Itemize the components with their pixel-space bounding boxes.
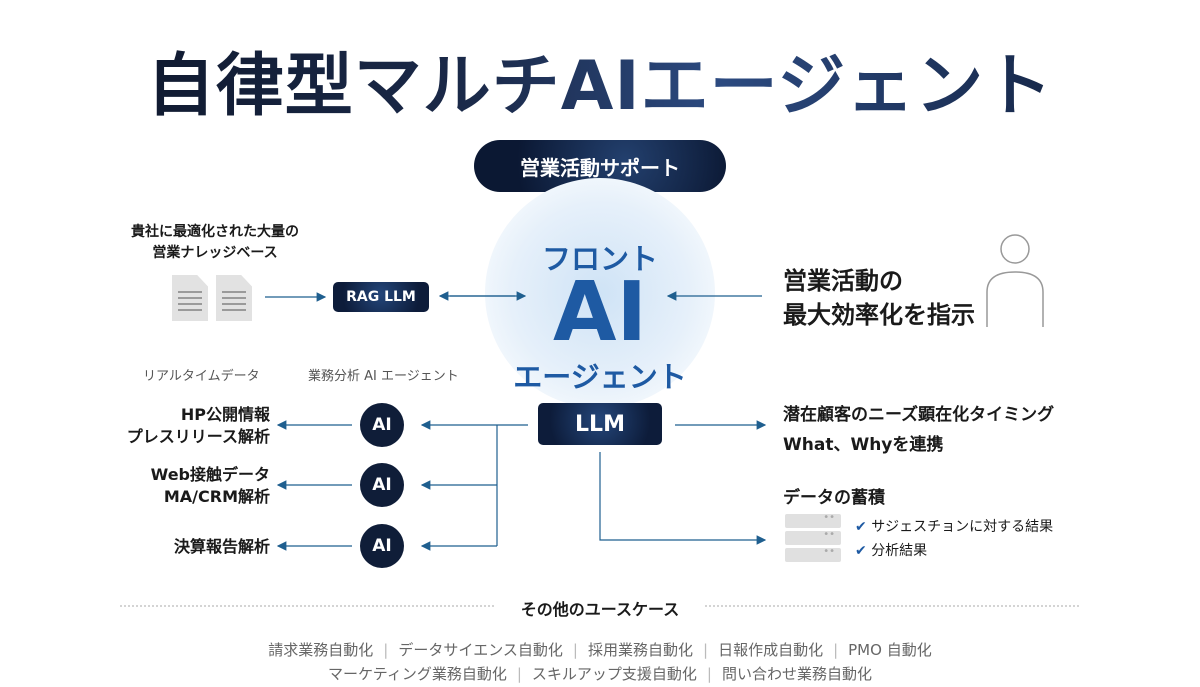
- knowledge-line2: 営業ナレッジベース: [152, 245, 278, 261]
- storage-item: ✔ サジェスチョンに対する結果: [855, 515, 1053, 539]
- analysis-agent-label: 業務分析 AI エージェント: [308, 369, 459, 384]
- server-icon: [785, 529, 841, 545]
- row-line: プレスリリース解析: [126, 427, 270, 446]
- row-hp-label: HP公開情報プレスリリース解析: [70, 404, 270, 448]
- row-line: HP公開情報: [180, 405, 270, 424]
- storage-item-text: サジェスチョンに対する結果: [871, 519, 1054, 535]
- row-line: 決算報告解析: [173, 537, 270, 556]
- usecase: 問い合わせ業務自動化: [721, 665, 872, 683]
- ai-agent-circle: AI: [360, 524, 404, 568]
- document-icon: [172, 275, 208, 321]
- sales-support-pill: 営業活動サポート: [474, 140, 726, 192]
- ai-agent-circle: AI: [360, 463, 404, 507]
- front-label: フロント: [541, 242, 658, 276]
- main-title: 自律型マルチAIエージェント: [0, 30, 1200, 129]
- needs-line1: 潜在顧客のニーズ顕在化タイミング: [783, 405, 1055, 425]
- usecase: 採用業務自動化: [587, 641, 693, 659]
- ai-label: AI: [553, 265, 647, 360]
- storage-list: ✔ サジェスチョンに対する結果 ✔ 分析結果: [855, 515, 1053, 563]
- storage-item: ✔ 分析結果: [855, 539, 1053, 563]
- instruction-text: 営業活動の 最大効率化を指示: [783, 264, 975, 332]
- ai-agent-circle: AI: [360, 403, 404, 447]
- usecase: 日報作成自動化: [718, 641, 824, 659]
- needs-text: 潜在顧客のニーズ顕在化タイミング What、Whyを連携: [783, 400, 1054, 460]
- row-line: Web接触データ: [150, 465, 270, 484]
- row-line: MA/CRM解析: [163, 487, 270, 506]
- agent-label: エージェント: [513, 360, 687, 394]
- realtime-data-label: リアルタイムデータ: [143, 369, 260, 384]
- document-icon: [216, 275, 252, 321]
- usecase: データサイエンス自動化: [398, 641, 563, 659]
- knowledge-base-label: 貴社に最適化された大量の 営業ナレッジベース: [110, 222, 320, 264]
- server-icon: [785, 546, 841, 562]
- row-financial-label: 決算報告解析: [70, 536, 270, 558]
- usecase: マーケティング業務自動化: [328, 665, 507, 683]
- storage-item-text: 分析結果: [871, 543, 928, 559]
- llm-to-storage-arrow: [599, 452, 767, 545]
- usecases-row1: 請求業務自動化|データサイエンス自動化|採用業務自動化|日報作成自動化|PMO …: [268, 641, 932, 659]
- person-icon: [986, 234, 1044, 327]
- usecase: 請求業務自動化: [268, 641, 374, 659]
- llm-box: LLM: [538, 403, 662, 445]
- other-usecases-title: その他のユースケース: [520, 600, 680, 619]
- instruction-line1: 営業活動の: [783, 267, 903, 295]
- check-icon: ✔: [855, 543, 872, 559]
- needs-line2: What、Whyを連携: [783, 435, 944, 455]
- knowledge-line1: 貴社に最適化された大量の: [131, 224, 299, 240]
- usecase: PMO 自動化: [848, 641, 932, 659]
- usecases-row2: マーケティング業務自動化|スキルアップ支援自動化|問い合わせ業務自動化: [328, 665, 872, 683]
- check-icon: ✔: [855, 519, 872, 535]
- usecase: スキルアップ支援自動化: [531, 665, 697, 683]
- server-icon: [785, 512, 841, 528]
- rag-llm-box: RAG LLM: [333, 282, 429, 312]
- instruction-line2: 最大効率化を指示: [783, 301, 975, 329]
- row-web-label: Web接触データ MA/CRM解析: [70, 464, 270, 508]
- storage-title: データの蓄積: [783, 488, 885, 508]
